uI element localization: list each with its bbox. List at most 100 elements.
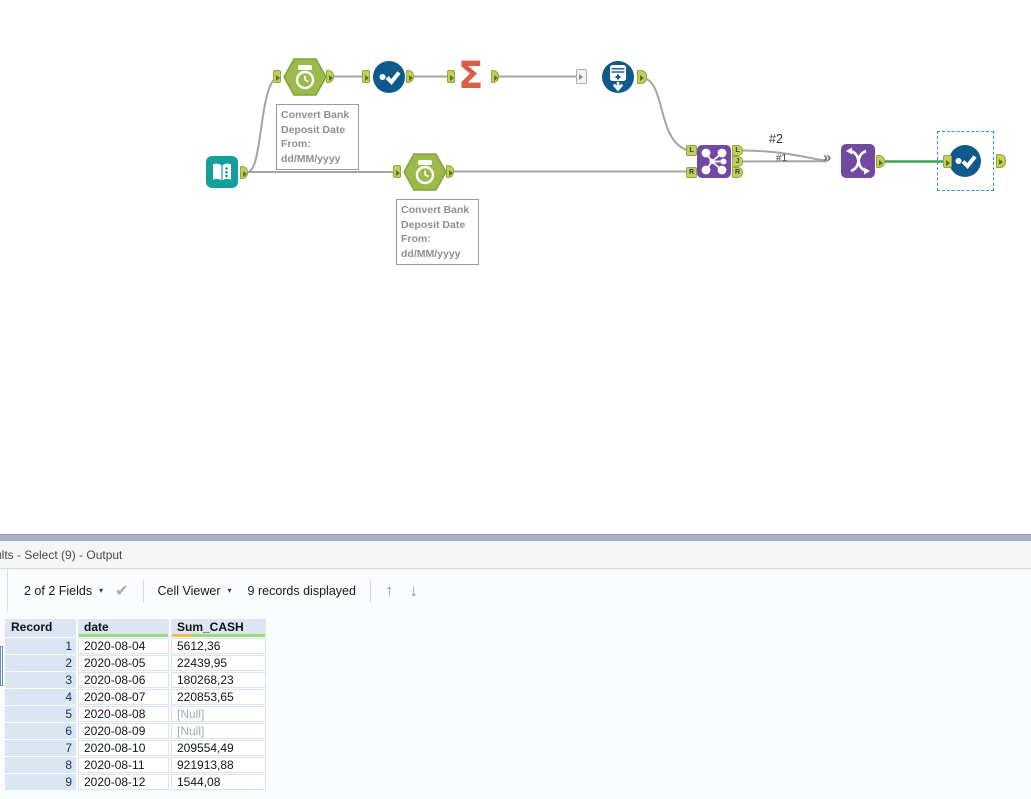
- annotation-datetime2[interactable]: Convert Bank Deposit Date From: dd/MM/yy…: [396, 199, 479, 265]
- results-panel-body: 2 of 2 Fields ▾ ✔ Cell Viewer ▾ 9 record…: [0, 569, 1031, 799]
- sum-cash-cell[interactable]: 180268,23: [171, 672, 266, 688]
- record-number-cell[interactable]: 6: [5, 723, 76, 739]
- datetime-icon: [403, 153, 447, 191]
- workflow-canvas[interactable]: Convert Bank Deposit Date From: dd/MM/yy…: [0, 0, 1031, 534]
- table-row: 2 2020-08-05 22439,95: [5, 655, 266, 671]
- data-quality-bar: [79, 634, 168, 637]
- date-cell[interactable]: 2020-08-11: [78, 757, 169, 773]
- summarize-sigma-icon: Σ: [458, 54, 484, 97]
- datetime1-input-anchor[interactable]: [273, 70, 281, 83]
- date-cell[interactable]: 2020-08-06: [78, 672, 169, 688]
- record-number-cell[interactable]: 4: [5, 689, 76, 705]
- sum-cash-cell[interactable]: 921913,88: [171, 757, 266, 773]
- tool-generate-rows[interactable]: [600, 59, 636, 100]
- union-multi-input-glyph: »: [823, 149, 831, 166]
- tool-select-1[interactable]: [372, 60, 406, 99]
- join-output-right-anchor[interactable]: R: [732, 167, 743, 178]
- select2-output-anchor[interactable]: [996, 154, 1006, 168]
- panel-splitter[interactable]: [0, 534, 1031, 541]
- selection-rectangle: [937, 131, 994, 191]
- date-cell[interactable]: 2020-08-07: [78, 689, 169, 705]
- caret-down-icon: ▾: [227, 586, 232, 595]
- column-header-label: date: [84, 620, 109, 634]
- record-number-cell[interactable]: 1: [5, 638, 76, 654]
- union-output-anchor[interactable]: [876, 155, 885, 168]
- datetime-icon: [283, 58, 327, 96]
- connections-layer: [247, 75, 945, 173]
- sum-cash-cell[interactable]: 1544,08: [171, 774, 266, 790]
- tool-datetime-1[interactable]: [283, 57, 327, 102]
- generate-rows-input-anchor[interactable]: [576, 69, 587, 84]
- up-arrow-icon[interactable]: ↑: [384, 580, 394, 600]
- sum-cash-cell[interactable]: 22439,95: [171, 655, 266, 671]
- select1-output-anchor[interactable]: [406, 70, 414, 83]
- join-icon: [697, 145, 731, 178]
- input-data-icon: [206, 156, 238, 188]
- join-input-right-anchor[interactable]: R: [686, 167, 697, 178]
- record-number-cell[interactable]: 9: [5, 774, 76, 790]
- join-input-left-anchor[interactable]: L: [686, 145, 697, 156]
- table-row: 6 2020-08-09 [Null]: [5, 723, 266, 739]
- sum-cash-cell[interactable]: 209554,49: [171, 740, 266, 756]
- column-header-sum-cash[interactable]: Sum_CASH: [171, 619, 266, 637]
- record-number-cell[interactable]: 2: [5, 655, 76, 671]
- select-icon: [949, 145, 981, 177]
- sum-cash-cell[interactable]: [Null]: [171, 706, 266, 722]
- datetime2-input-anchor[interactable]: [393, 165, 401, 178]
- table-row: 7 2020-08-10 209554,49: [5, 740, 266, 756]
- connection-generate-rows-to-join-l[interactable]: [643, 77, 688, 151]
- connection-input-to-datetime1[interactable]: [247, 76, 279, 173]
- records-displayed-label: 9 records displayed: [247, 583, 356, 598]
- join-output-join-anchor[interactable]: J: [732, 156, 743, 167]
- annotation-datetime1[interactable]: Convert Bank Deposit Date From: dd/MM/yy…: [276, 104, 359, 170]
- join-output-left-anchor[interactable]: L: [732, 145, 743, 156]
- record-number-cell[interactable]: 8: [5, 757, 76, 773]
- datetime1-output-anchor[interactable]: [326, 70, 334, 83]
- generate-rows-output-anchor[interactable]: [637, 70, 647, 84]
- summarize-output-anchor[interactable]: [491, 70, 499, 83]
- table-row: 8 2020-08-11 921913,88: [5, 757, 266, 773]
- column-header-date[interactable]: date: [78, 619, 169, 637]
- union-icon: [841, 144, 875, 178]
- tool-input-data[interactable]: [206, 156, 238, 193]
- down-arrow-icon[interactable]: ↓: [409, 580, 418, 600]
- fields-dropdown[interactable]: 2 of 2 Fields ▾: [24, 584, 103, 598]
- connection-join-l-to-union[interactable]: [742, 149, 828, 162]
- toolbar-divider: [369, 579, 371, 602]
- record-number-cell[interactable]: 7: [5, 740, 76, 756]
- date-cell[interactable]: 2020-08-12: [78, 774, 169, 790]
- cell-viewer-dropdown[interactable]: Cell Viewer ▾: [158, 584, 232, 598]
- results-toolbar: 2 of 2 Fields ▾ ✔ Cell Viewer ▾ 9 record…: [7, 569, 1031, 612]
- tool-summarize[interactable]: Σ: [458, 57, 483, 94]
- record-number-cell[interactable]: 3: [5, 672, 76, 688]
- tool-join[interactable]: [697, 145, 731, 183]
- date-cell[interactable]: 2020-08-08: [78, 706, 169, 722]
- datetime2-output-anchor[interactable]: [446, 165, 454, 178]
- fields-summary-label: 2 of 2 Fields: [24, 583, 93, 598]
- table-header-row: Record date Sum_CASH: [5, 619, 266, 637]
- apply-check-icon[interactable]: ✔: [115, 582, 129, 600]
- tool-select-2[interactable]: [948, 144, 982, 183]
- data-quality-bar: [172, 634, 265, 637]
- tool-datetime-2[interactable]: [403, 152, 447, 197]
- summarize-input-anchor[interactable]: [447, 70, 455, 83]
- sum-cash-cell[interactable]: [Null]: [171, 723, 266, 739]
- input-data-output-anchor[interactable]: [240, 166, 248, 179]
- column-header-label: Sum_CASH: [177, 620, 244, 634]
- date-cell[interactable]: 2020-08-04: [78, 638, 169, 654]
- connection-label-2: #2: [766, 132, 786, 146]
- date-cell[interactable]: 2020-08-05: [78, 655, 169, 671]
- cell-viewer-label: Cell Viewer: [157, 583, 221, 598]
- date-cell[interactable]: 2020-08-10: [78, 740, 169, 756]
- column-header-record[interactable]: Record: [5, 619, 76, 637]
- select2-input-anchor[interactable]: [943, 155, 952, 168]
- select1-input-anchor[interactable]: [362, 70, 370, 83]
- generate-rows-icon: [602, 61, 634, 93]
- record-number-cell[interactable]: 5: [5, 706, 76, 722]
- connection-label-1: #1: [776, 153, 788, 164]
- panel-title: ults - Select (9) - Output: [0, 547, 123, 562]
- tool-union[interactable]: [841, 144, 875, 183]
- sum-cash-cell[interactable]: 5612,36: [171, 638, 266, 654]
- date-cell[interactable]: 2020-08-09: [78, 723, 169, 739]
- sum-cash-cell[interactable]: 220853,65: [171, 689, 266, 705]
